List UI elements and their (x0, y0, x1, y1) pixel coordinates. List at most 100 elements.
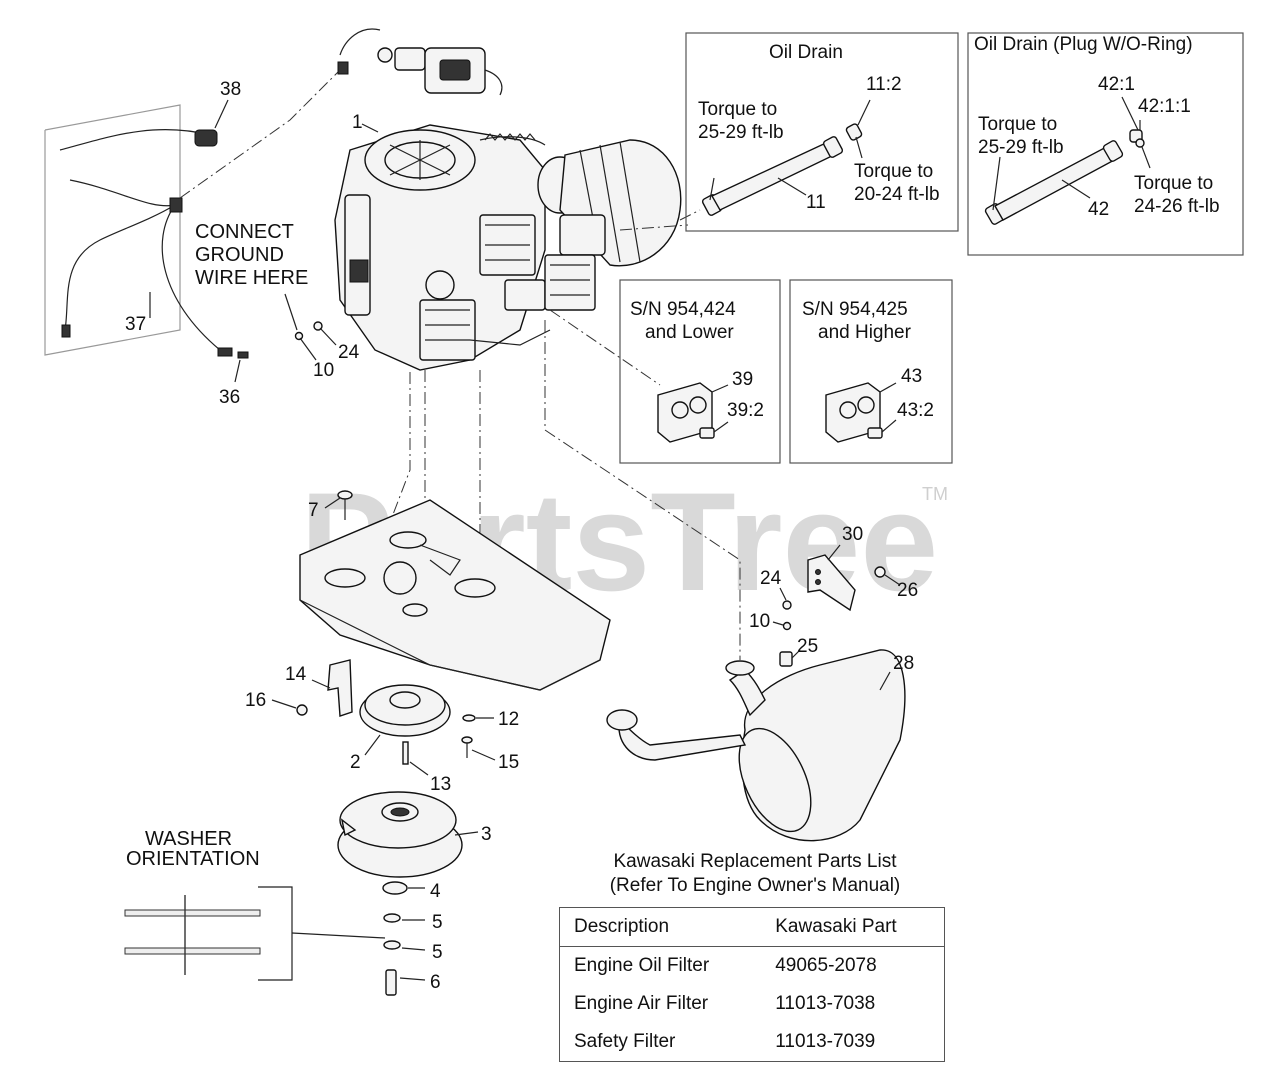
sn-lower-line1: S/N 954,424 (630, 299, 736, 320)
muffler-part-28[interactable] (606, 649, 906, 843)
callout-39-2: 39:2 (727, 400, 764, 421)
oil-drain-box (685, 32, 959, 232)
callout-25: 25 (797, 636, 818, 657)
callout-3: 3 (481, 824, 492, 845)
bracket-part-14[interactable] (327, 659, 353, 717)
bolt-part-25[interactable] (779, 651, 793, 667)
callout-37: 37 (125, 314, 146, 335)
table-header-row: Description Kawasaki Part (559, 907, 945, 947)
parts-list-table: Description Kawasaki Part Engine Oil Fil… (559, 907, 945, 1062)
oil-drain-plug-torque-b-line2: 24-26 ft-lb (1134, 196, 1220, 217)
assembly-line (344, 372, 411, 641)
parts-list-title: Kawasaki Replacement Parts List (Refer T… (570, 850, 940, 898)
callout-30: 30 (842, 524, 863, 545)
bracket-part-30[interactable] (807, 554, 856, 612)
washer-orientation-figure (124, 886, 386, 981)
callout-28: 28 (893, 653, 914, 674)
callout-4: 4 (430, 881, 441, 902)
assembly-line (679, 209, 701, 221)
callout-11-2: 11:2 (866, 74, 902, 95)
bolt-part-7[interactable] (337, 490, 353, 500)
callout-2: 2 (350, 752, 361, 773)
callout-7: 7 (308, 500, 319, 521)
callout-11: 11 (806, 192, 826, 213)
oil-drain-torque-a-line2: 25-29 ft-lb (698, 122, 784, 143)
callout-16: 16 (245, 690, 266, 711)
callout-10: 10 (313, 360, 334, 381)
row-part-number: 11013-7039 (775, 1031, 876, 1052)
callout-5b: 5 (432, 942, 443, 963)
oil-drain-title: Oil Drain (769, 42, 843, 63)
clutch-part-3[interactable] (337, 791, 463, 878)
bolt-part-15[interactable] (461, 736, 473, 744)
callout-42: 42 (1088, 199, 1109, 220)
callout-26: 26 (897, 580, 918, 601)
callout-10b: 10 (749, 611, 770, 632)
washer-part-24b[interactable] (782, 600, 792, 610)
callout-42-1: 42:1 (1098, 74, 1135, 95)
callout-39: 39 (732, 369, 753, 390)
callout-24: 24 (338, 342, 360, 363)
sn-lower-box (619, 279, 781, 464)
washer-part-5b[interactable] (383, 940, 401, 950)
parts-list-title-line2: (Refer To Engine Owner's Manual) (609, 875, 901, 896)
bolt-part-26[interactable] (874, 566, 886, 578)
pulley-part-2[interactable] (359, 684, 451, 737)
callout-43-2: 43:2 (897, 400, 934, 421)
bolt-part-10b[interactable] (782, 621, 792, 631)
oil-drain-plug-torque-b-line1: Torque to (1134, 173, 1213, 194)
bolt-part-16[interactable] (296, 704, 308, 716)
callout-42-1-1: 42:1:1 (1138, 96, 1191, 117)
header-part: Kawasaki Part (761, 907, 945, 947)
callout-12: 12 (498, 709, 519, 730)
drain-hose-11[interactable] (701, 123, 863, 216)
sn-higher-line1: S/N 954,425 (802, 299, 908, 320)
washer-part-5[interactable] (383, 913, 401, 923)
oil-drain-plug-torque-a-line1: Torque to (978, 114, 1057, 135)
parts-list-title-line1: Kawasaki Replacement Parts List (613, 851, 897, 872)
bolt-part-10[interactable] (294, 331, 304, 341)
callout-24b: 24 (760, 568, 782, 589)
watermark-trademark: TM (922, 484, 948, 504)
engine-assembly[interactable] (334, 124, 551, 371)
wire-harness[interactable] (44, 28, 381, 359)
sn-higher-line2: and Higher (818, 322, 912, 343)
connector-block-43[interactable] (825, 382, 883, 443)
oil-drain-plug-box (967, 32, 1244, 256)
washer-part-12[interactable] (462, 714, 476, 722)
row-description: Engine Oil Filter (574, 955, 710, 976)
connector-block-39[interactable] (657, 382, 715, 443)
callout-14: 14 (285, 664, 307, 685)
table-row: Engine Air Filter 11013-7038 (560, 985, 945, 1023)
assembly-line (619, 224, 689, 231)
table-row: Safety Filter 11013-7039 (560, 1023, 945, 1062)
drain-hose-42[interactable] (984, 129, 1145, 225)
row-description: Safety Filter (574, 1031, 676, 1052)
assembly-line (544, 320, 741, 660)
washer-note-line2: ORIENTATION (126, 848, 260, 870)
callout-5: 5 (432, 912, 443, 933)
engine-deck-plate[interactable] (299, 499, 611, 691)
bolt-part-6[interactable] (385, 969, 397, 996)
callout-43: 43 (901, 366, 922, 387)
oil-drain-torque-b-line2: 20-24 ft-lb (854, 184, 940, 205)
assembly-line (549, 309, 661, 386)
callout-6: 6 (430, 972, 441, 993)
oil-drain-plug-title: Oil Drain (Plug W/O-Ring) (974, 34, 1193, 55)
callout-38: 38 (220, 79, 241, 100)
washer-note-line1: WASHER (145, 828, 232, 850)
ground-note-line2: GROUND (195, 244, 284, 266)
callout-36: 36 (219, 387, 240, 408)
ground-note-line3: WIRE HERE (195, 267, 308, 289)
row-part-number: 49065-2078 (775, 955, 877, 976)
sn-lower-line2: and Lower (645, 322, 734, 343)
callout-1: 1 (352, 112, 363, 133)
washer-part-4[interactable] (382, 881, 408, 895)
air-cleaner[interactable] (537, 139, 682, 311)
fuel-pump[interactable] (377, 47, 503, 96)
oil-drain-torque-b-line1: Torque to (854, 161, 933, 182)
key-part-13[interactable] (402, 741, 409, 765)
row-description: Engine Air Filter (574, 993, 709, 1014)
